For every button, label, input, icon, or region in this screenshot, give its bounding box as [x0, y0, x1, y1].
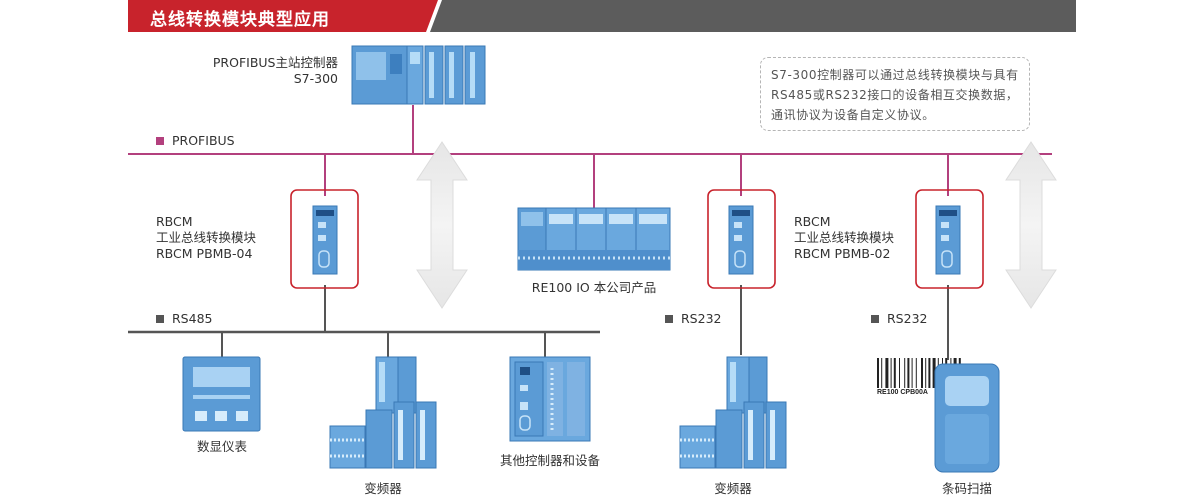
double-arrow-right [1005, 141, 1057, 309]
master-label-line2: S7-300 [293, 71, 338, 86]
header-red-tab [128, 0, 438, 32]
module-mid-highlight [707, 189, 776, 289]
vfd-2-label: 变频器 [714, 481, 752, 496]
barcode-bar [928, 358, 931, 388]
barcode-bar [932, 358, 936, 388]
module-right-device [935, 205, 961, 275]
s7-300-controller [351, 45, 486, 105]
rs232-b-square-icon [871, 314, 879, 323]
module-right-line2: 工业总线转换模块 [794, 230, 895, 245]
other-controller-label: 其他控制器和设备 [499, 453, 600, 468]
barcode-scanner-device [934, 363, 1000, 473]
barcode-bar [899, 358, 900, 388]
rs485-square-icon [156, 314, 164, 323]
module-left-device [312, 205, 338, 275]
barcode-bar [921, 358, 923, 388]
note-box: S7-300控制器可以通过总线转换模块与具有RS485或RS232接口的设备相互… [760, 57, 1030, 131]
double-arrow-left [416, 141, 468, 309]
barcode-bar [893, 358, 896, 388]
re100-io-device [517, 207, 671, 271]
module-left-line2: 工业总线转换模块 [156, 230, 257, 245]
other-controller-device [509, 356, 591, 442]
rs232-bus-label-b: RS232 [871, 311, 927, 326]
module-right-line1: RBCM [794, 214, 831, 229]
rs232-b-label-text: RS232 [887, 311, 928, 326]
scanner-label: 条码扫描 [941, 481, 992, 496]
profibus-label-text: PROFIBUS [172, 133, 235, 148]
barcode-bar [907, 358, 910, 388]
master-controller-label: PROFIBUS主站控制器 S7-300 [190, 55, 338, 87]
barcode-bar [915, 358, 917, 388]
rs485-bus-label: RS485 [156, 311, 212, 326]
page-title: 总线转换模块典型应用 [150, 10, 330, 30]
barcode-bar [911, 358, 913, 388]
vfd-device-2 [679, 356, 787, 469]
module-right-label: RBCM 工业总线转换模块 RBCM PBMB-02 [794, 214, 894, 262]
barcode-bar [904, 358, 906, 388]
header-dark-band [430, 0, 1076, 32]
digital-display-device [182, 356, 261, 432]
header-band [128, 0, 1076, 32]
module-left-line3: RBCM PBMB-04 [156, 246, 253, 261]
display-meter-label: 数显仪表 [196, 439, 247, 454]
vfd-1-label: 变频器 [364, 481, 402, 496]
re100-label: RE100 IO 本公司产品 [531, 280, 657, 295]
module-mid-device [728, 205, 754, 275]
barcode-bar [885, 358, 889, 388]
barcode-text: RE100 CPB00A [877, 389, 928, 396]
module-left-label: RBCM 工业总线转换模块 RBCM PBMB-04 [156, 214, 256, 262]
barcode-bar [877, 358, 879, 388]
master-label-line1: PROFIBUS主站控制器 [212, 55, 338, 70]
module-left-line1: RBCM [156, 214, 193, 229]
rs485-label-text: RS485 [172, 311, 213, 326]
module-right-line3: RBCM PBMB-02 [794, 246, 891, 261]
rs232-bus-label-a: RS232 [665, 311, 721, 326]
module-left-highlight [290, 189, 359, 289]
rs232-a-label-text: RS232 [681, 311, 722, 326]
rs232-a-square-icon [665, 314, 673, 323]
vfd-device-1 [329, 356, 437, 469]
profibus-bus-label: PROFIBUS [156, 133, 235, 148]
barcode-bar [925, 358, 927, 388]
module-right-highlight [915, 189, 984, 289]
barcode-bar [881, 358, 883, 388]
barcode-bar [890, 358, 892, 388]
profibus-square-icon [156, 136, 164, 145]
